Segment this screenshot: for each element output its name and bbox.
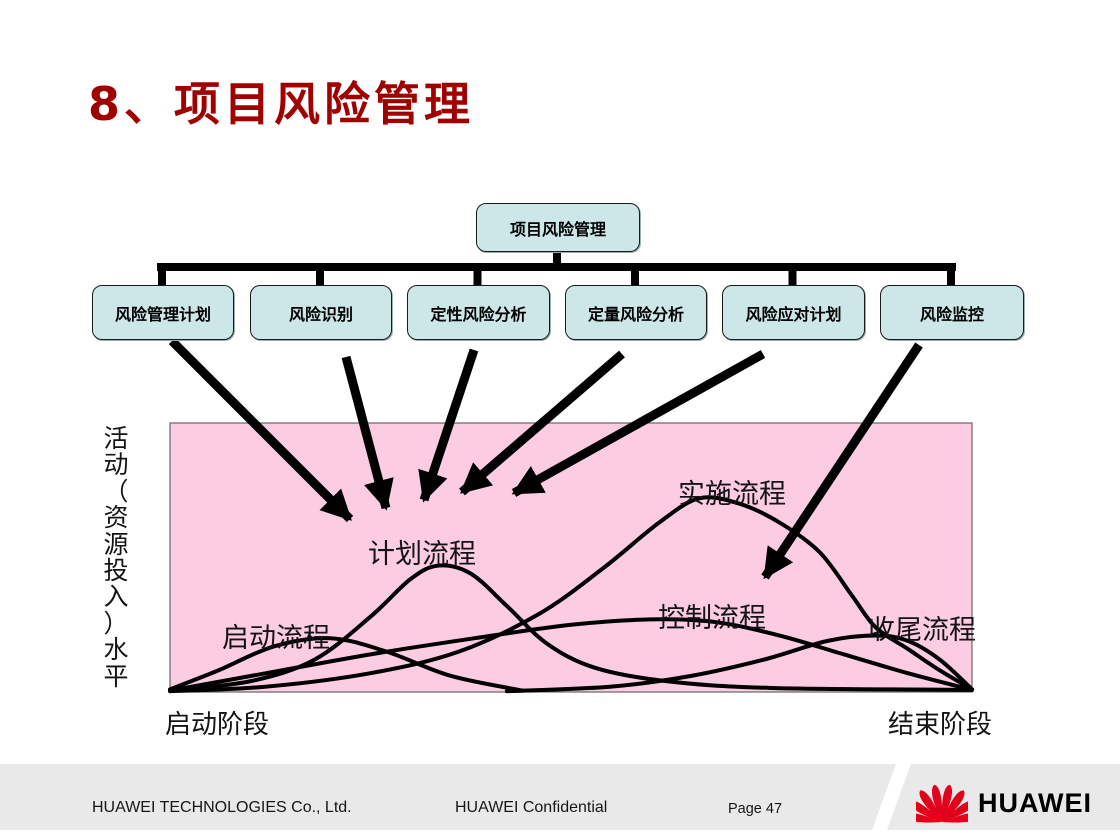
curve-启动流程 <box>168 636 525 693</box>
curve-label-initiating: 启动流程 <box>222 623 330 654</box>
x-axis-start-label: 启动阶段 <box>165 710 270 740</box>
orgchart-root-box: 项目风险管理 <box>476 203 640 252</box>
orgchart-box-label: 风险管理计划 <box>114 304 211 324</box>
slide-title: 8、项目风险管理 <box>88 77 475 131</box>
arrow-from-定性风险分析 <box>418 348 479 503</box>
curve-label-planning: 计划流程 <box>368 539 476 570</box>
curve-label-executing: 实施流程 <box>678 479 786 510</box>
orgchart-root-label: 项目风险管理 <box>509 219 606 239</box>
orgchart-box-label: 风险应对计划 <box>745 304 842 324</box>
orgchart-box-risk-identification: 风险识别 <box>250 285 392 340</box>
arrow-from-风险管理计划 <box>168 337 354 523</box>
orgchart-box-label: 定性风险分析 <box>430 304 527 324</box>
y-axis-label: 活动（资源投入）水平 <box>103 424 129 691</box>
footer-company: HUAWEI TECHNOLOGIES Co., Ltd. <box>92 799 352 816</box>
orgchart-box-label: 定量风险分析 <box>587 304 684 324</box>
x-axis-end-label: 结束阶段 <box>888 710 993 740</box>
curve-label-closing: 收尾流程 <box>868 615 976 646</box>
orgchart-box-risk-management-planning: 风险管理计划 <box>92 285 234 340</box>
curve-label-monitoring: 控制流程 <box>658 603 766 634</box>
arrow-from-定量风险分析 <box>459 350 625 496</box>
orgchart-box-risk-response-planning: 风险应对计划 <box>722 285 865 340</box>
curve-计划流程 <box>168 563 974 693</box>
orgchart-box-qualitative-risk-analysis: 定性风险分析 <box>407 285 550 340</box>
footer-page-number: Page 47 <box>728 801 783 817</box>
huawei-logo-text: HUAWEI <box>978 787 1092 818</box>
orgchart-box-risk-monitoring: 风险监控 <box>880 285 1024 340</box>
orgchart-box-label: 风险识别 <box>288 304 353 324</box>
curve-控制流程 <box>168 617 974 693</box>
huawei-logo: HUAWEI <box>916 780 1092 826</box>
orgchart-box-quantitative-risk-analysis: 定量风险分析 <box>565 285 707 340</box>
orgchart-box-label: 风险监控 <box>919 304 984 324</box>
arrow-from-风险应对计划 <box>511 350 766 497</box>
arrow-from-风险监控 <box>761 342 923 580</box>
arrow-from-风险识别 <box>341 355 394 511</box>
footer-confidential: HUAWEI Confidential <box>455 799 608 816</box>
huawei-flower-icon <box>916 784 968 823</box>
curve-收尾流程 <box>504 633 974 694</box>
